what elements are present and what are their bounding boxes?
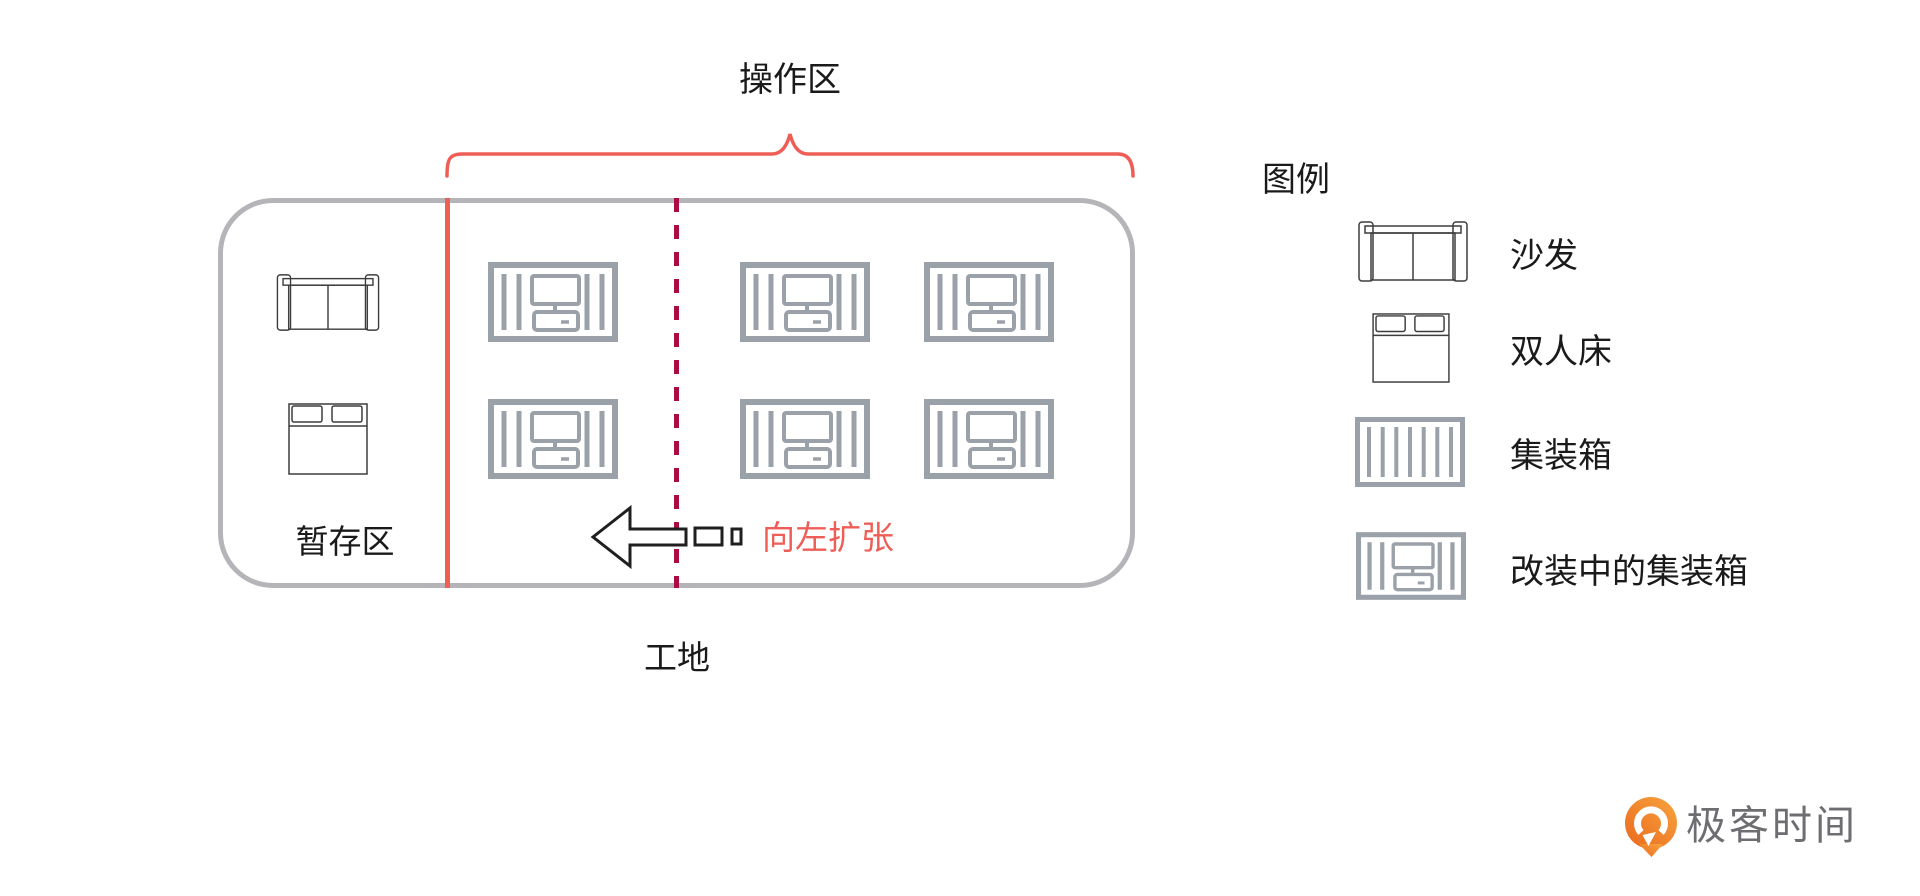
legend-item-label-container: 集装箱 — [1510, 437, 1612, 475]
sofa-icon — [276, 274, 380, 331]
expansion-dashed-line — [674, 198, 679, 588]
small-box-icon — [693, 526, 724, 547]
operation-area-brace — [445, 133, 1135, 178]
operation-area-label: 操作区 — [739, 61, 841, 99]
legend-item-label-container-under-modification: 改装中的集装箱 — [1510, 553, 1748, 591]
container-under-modification-icon — [1356, 532, 1466, 600]
container-under-modification-icon — [924, 399, 1054, 479]
legend-item-label-double-bed: 双人床 — [1510, 333, 1612, 371]
expand-left-label: 向左扩张 — [762, 519, 894, 556]
sofa-icon — [1358, 221, 1468, 282]
geektime-logo-icon — [1625, 797, 1677, 857]
double-bed-icon — [1372, 313, 1450, 383]
container-under-modification-icon — [924, 262, 1054, 342]
container-under-modification-icon — [740, 399, 870, 479]
container-under-modification-icon — [740, 262, 870, 342]
staging-operation-divider-line — [445, 198, 450, 588]
site-label: 工地 — [644, 639, 710, 676]
container-under-modification-icon — [488, 262, 618, 342]
left-arrow-icon — [590, 504, 743, 570]
legend-item-label-sofa: 沙发 — [1510, 237, 1578, 275]
container-under-modification-icon — [488, 399, 618, 479]
double-bed-icon — [288, 403, 368, 475]
small-box-icon — [730, 527, 743, 546]
geektime-logo-text: 极客时间 — [1686, 804, 1858, 848]
legend-title: 图例 — [1262, 161, 1330, 199]
staging-area-label: 暂存区 — [295, 523, 395, 560]
container-icon — [1355, 417, 1465, 487]
